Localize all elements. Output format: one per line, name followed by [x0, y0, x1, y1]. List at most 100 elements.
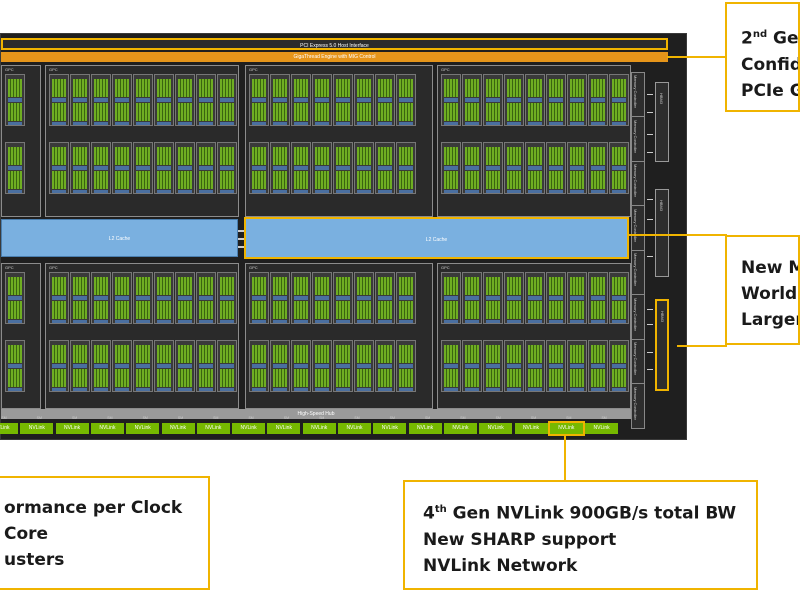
pcie-host-interface-bar: PCI Express 5.0 Host Interface: [1, 38, 668, 50]
nvlink-port-top-label: SM: [1, 416, 7, 420]
nvlink-port-top-label: SM: [354, 416, 360, 420]
sm-unit: [112, 340, 132, 392]
callout-sm-line2: Core: [4, 524, 49, 544]
memory-controller: Memory Controller: [632, 385, 644, 429]
sm-unit: [504, 272, 524, 324]
sm-unit: [483, 272, 503, 324]
sm-unit: [354, 272, 374, 324]
memory-controller-label: Memory Controller: [633, 164, 638, 197]
sm-unit: [609, 340, 629, 392]
sm-unit: [270, 272, 290, 324]
nvlink-port: NVLink: [514, 423, 548, 434]
sm-unit: [333, 340, 353, 392]
nvlink-port-top-label: SM: [107, 416, 113, 420]
sm-unit: [249, 74, 269, 126]
nvlink-port: NVLink: [126, 423, 160, 434]
sm-unit: [291, 142, 311, 194]
sm-unit: [5, 340, 25, 392]
sm-unit: [441, 340, 461, 392]
callout-nvlink-line3: NVLink Network: [423, 555, 578, 576]
sm-unit: [462, 340, 482, 392]
sm-unit: [270, 142, 290, 194]
sm-unit: [154, 74, 174, 126]
sm-unit: [546, 272, 566, 324]
hbm-link-tick: [647, 219, 653, 220]
sm-unit: [49, 272, 69, 324]
sm-unit: [91, 142, 111, 194]
sm-unit: [70, 272, 90, 324]
sm-unit: [91, 340, 111, 392]
nvlink-port: NVLink: [55, 423, 89, 434]
l2-cache-right: L2 Cache: [244, 217, 629, 259]
callout-memory-line2: World: [741, 284, 798, 304]
sm-unit: [504, 340, 524, 392]
sm-unit: [609, 272, 629, 324]
nvlink-port-top-label: SM: [248, 416, 254, 420]
sm-unit: [567, 74, 587, 126]
sm-unit: [217, 74, 237, 126]
hbm-link-tick: [647, 309, 653, 310]
memory-controller: Memory Controller: [632, 73, 644, 117]
sm-unit: [49, 340, 69, 392]
sm-unit: [217, 340, 237, 392]
sm-unit: [196, 74, 216, 126]
l2-cache-left: L2 Cache: [1, 219, 238, 257]
sm-unit: [462, 142, 482, 194]
sm-unit: [333, 272, 353, 324]
sm-unit: [175, 272, 195, 324]
nvlink-row: SM NVLink SM NVLink SM NVLink SM NVLink SM NVLink…: [0, 416, 641, 436]
sm-unit: [112, 74, 132, 126]
callout-memory-line1: New M: [741, 258, 800, 278]
sm-unit: [154, 340, 174, 392]
sm-unit: [196, 340, 216, 392]
callout-pcie-line3: PCIe G: [741, 80, 800, 101]
nvlink-port-top-label: SM: [283, 416, 290, 420]
sm-unit: [354, 340, 374, 392]
nvlink-port: NVLink: [302, 423, 336, 434]
sm-unit: [154, 142, 174, 194]
hbm3-stack-highlighted: HBM3: [655, 299, 669, 391]
sm-unit: [5, 142, 25, 194]
nvlink-port: NVLink: [585, 423, 619, 434]
connector-nvlink: [564, 434, 566, 480]
gpc-label: GPC: [249, 265, 258, 270]
nvlink-port-top-label: SM: [460, 416, 466, 420]
sm-unit: [546, 142, 566, 194]
nvlink-port-top-label: SM: [213, 416, 219, 420]
sm-unit: [270, 340, 290, 392]
nvlink-port-top-label: SM: [566, 416, 572, 420]
sm-unit: [249, 142, 269, 194]
callout-nvlink-line2: New SHARP support: [423, 529, 617, 550]
sm-unit: [396, 340, 416, 392]
callout-pcie: 2nd Ge Confid PCIe G: [725, 2, 800, 112]
sm-unit: [196, 142, 216, 194]
sm-unit: [196, 272, 216, 324]
sm-unit: [588, 272, 608, 324]
nvlink-port: NVLink: [196, 423, 230, 434]
sm-unit: [291, 340, 311, 392]
memory-controller: Memory Controller: [632, 251, 644, 295]
nvlink-port: NVLink: [0, 423, 18, 434]
memory-controller-label: Memory Controller: [633, 119, 638, 153]
memory-controller: Memory Controller: [632, 340, 644, 384]
sm-unit: [133, 142, 153, 194]
nvlink-port: NVLink: [267, 423, 301, 434]
sm-unit: [483, 142, 503, 194]
sm-unit: [217, 142, 237, 194]
sm-unit: [441, 142, 461, 194]
memory-controller: Memory Controller: [632, 296, 644, 340]
callout-pcie-line2: Confid: [741, 54, 800, 75]
gigathread-engine-bar: GigaThread Engine with MIG Control: [1, 52, 668, 62]
memory-controller-label: Memory Controller: [633, 386, 638, 420]
sm-unit: [333, 74, 353, 126]
sm-unit: [49, 74, 69, 126]
memory-controller-label: Memory Controller: [633, 342, 638, 375]
nvlink-port-top-label: SM: [424, 416, 431, 420]
callout-pcie-line1: 2nd Ge: [741, 28, 799, 49]
sm-unit: [270, 74, 290, 126]
memory-controller: Memory Controller: [632, 162, 644, 206]
sm-unit: [525, 142, 545, 194]
sm-unit: [291, 272, 311, 324]
sm-unit: [249, 272, 269, 324]
sm-unit: [375, 340, 395, 392]
